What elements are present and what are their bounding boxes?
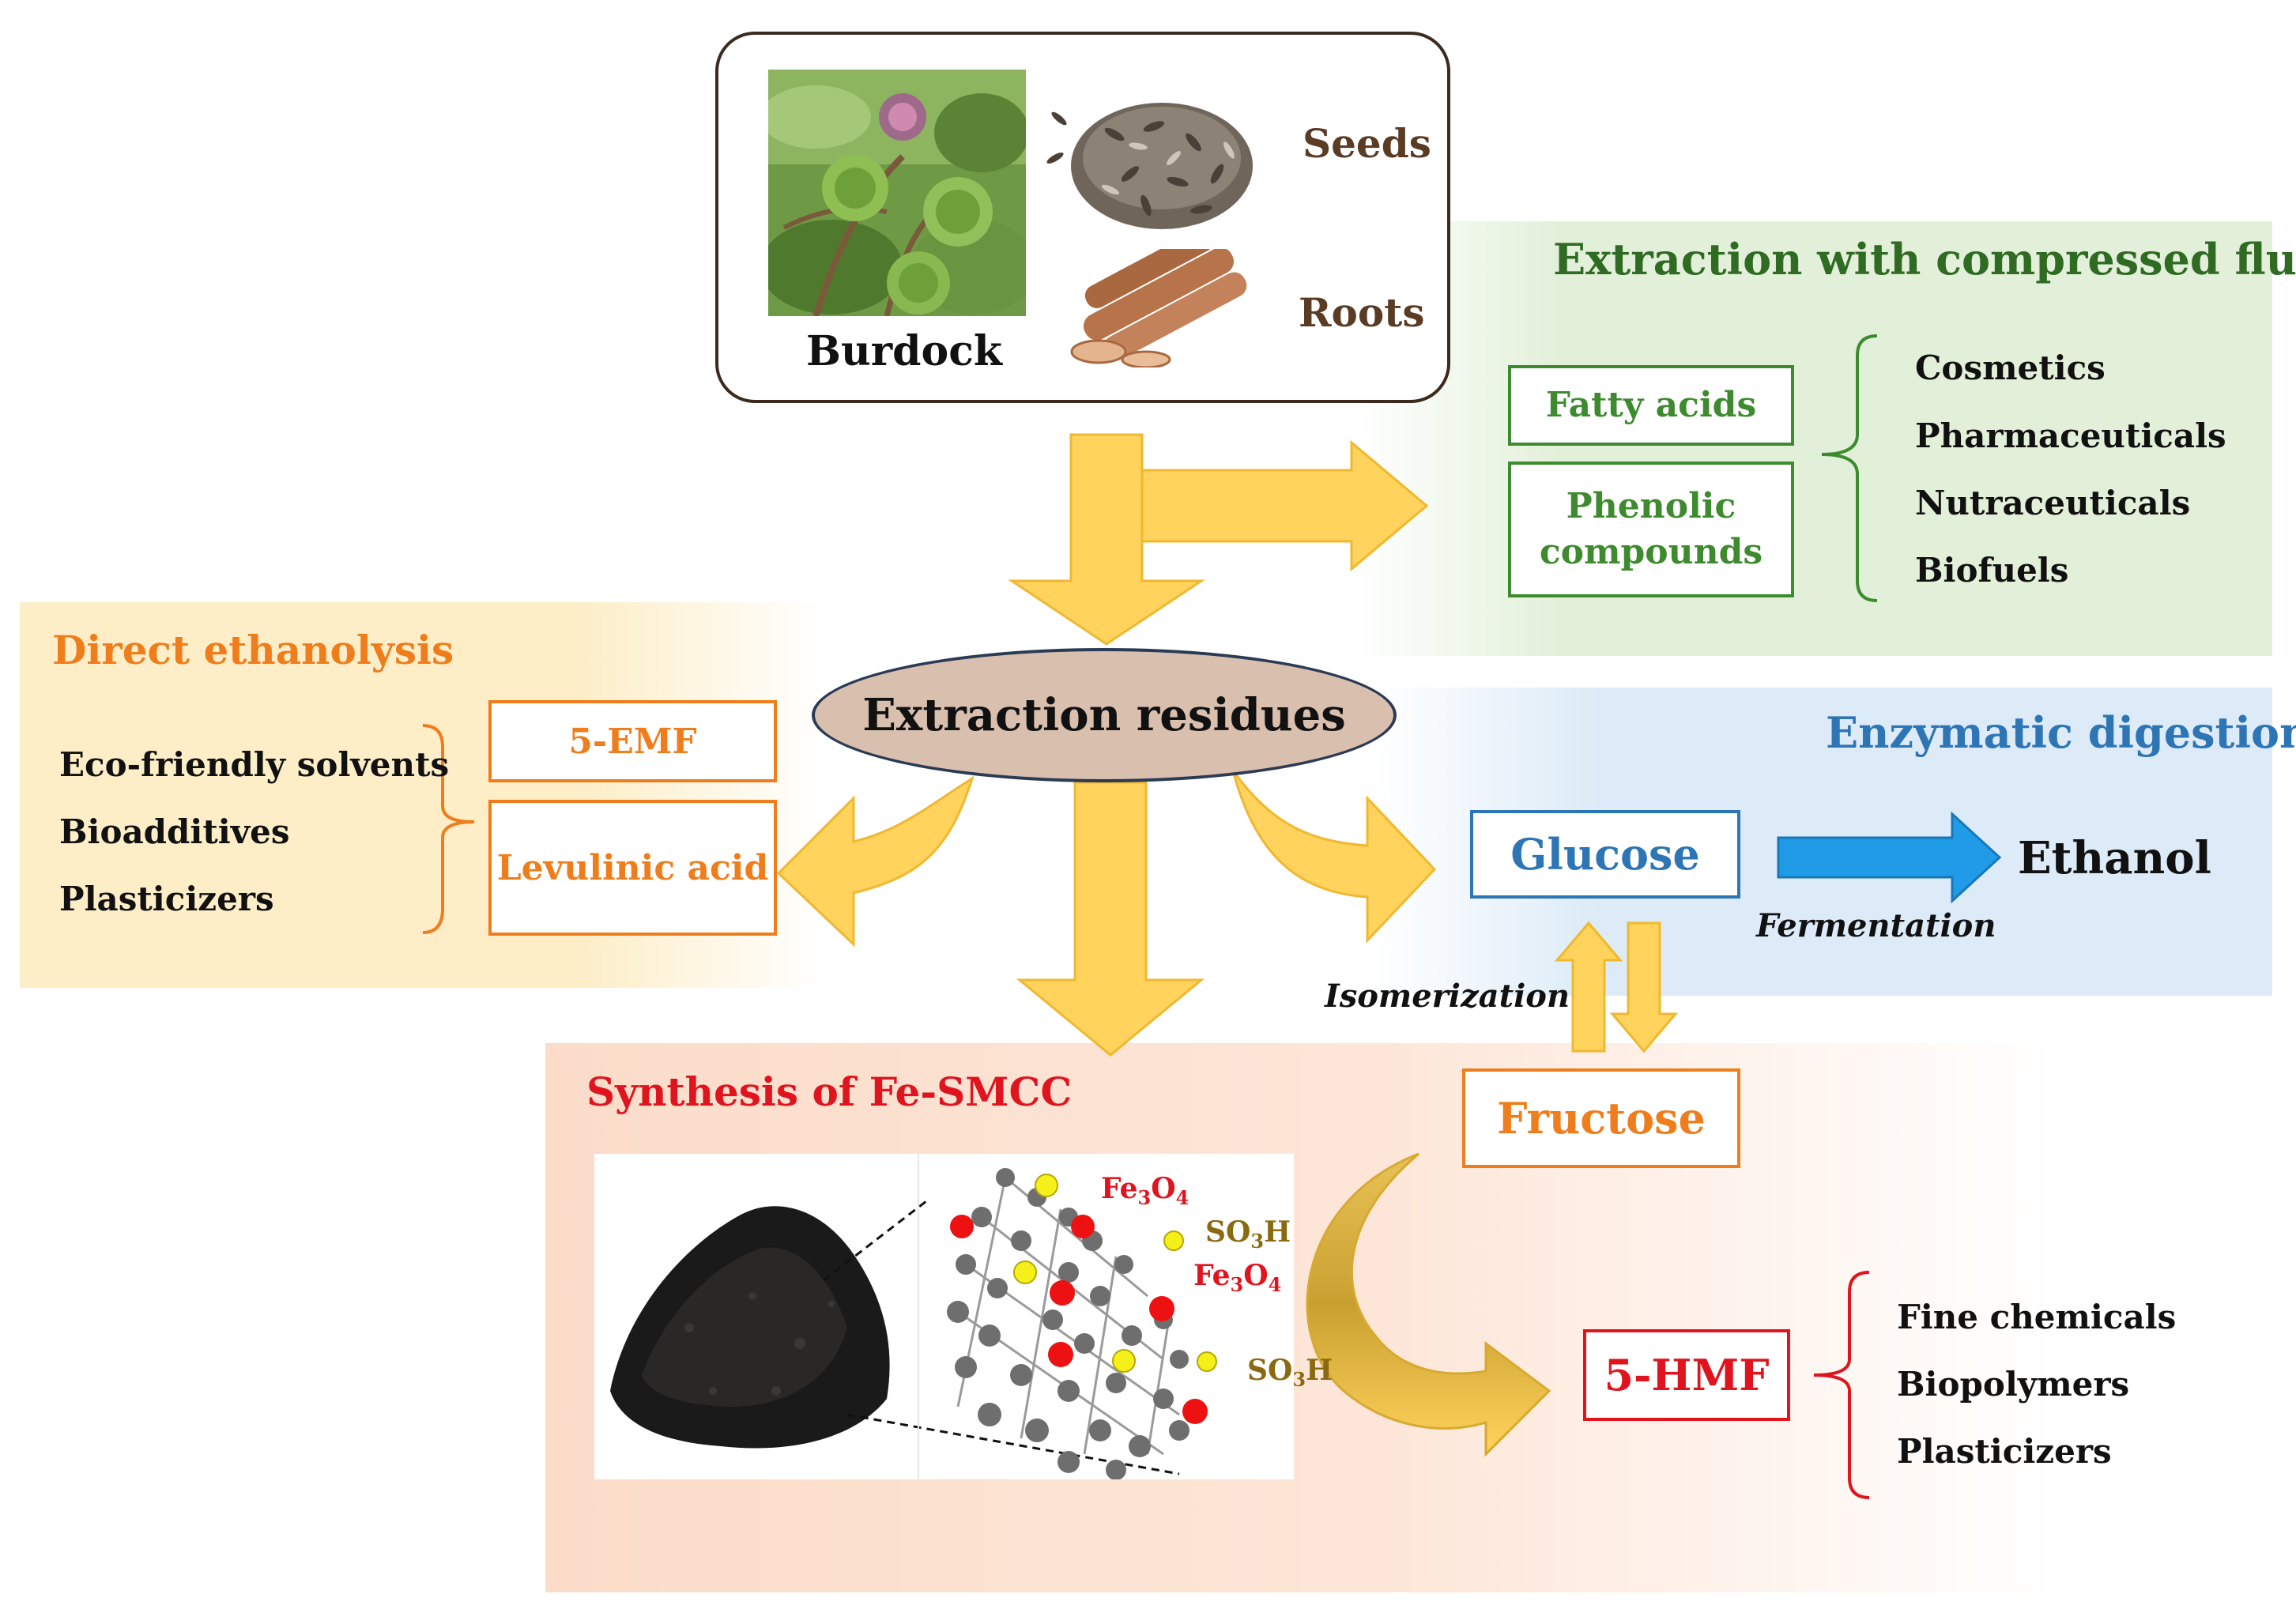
burdock-label: Burdock bbox=[806, 327, 1002, 375]
ethanolysis-title: Direct ethanolysis bbox=[52, 627, 454, 673]
emf-box: 5-EMF bbox=[488, 700, 777, 782]
so3h-label-1: SO3H bbox=[1205, 1215, 1291, 1253]
seeds-image bbox=[1046, 103, 1253, 229]
application-biofuels: Biofuels bbox=[1915, 551, 2069, 590]
application-biopolymers: Biopolymers bbox=[1897, 1365, 2130, 1404]
arrow-to-ethanol bbox=[1777, 811, 2002, 904]
fe-smcc-catalyst-image bbox=[610, 1154, 1217, 1479]
so3h-label-2: SO3H bbox=[1247, 1354, 1333, 1392]
roots-image bbox=[1070, 249, 1247, 367]
application-plasticizers: Plasticizers bbox=[59, 880, 274, 918]
burdock-plant-image bbox=[768, 70, 1026, 316]
fe3o4-label-2: Fe3O4 bbox=[1193, 1259, 1282, 1297]
bracket-ethanolysis bbox=[422, 724, 475, 934]
seeds-label: Seeds bbox=[1303, 120, 1431, 167]
application-plasticizers-hmf: Plasticizers bbox=[1897, 1432, 2112, 1471]
application-fine-chemicals: Fine chemicals bbox=[1897, 1298, 2177, 1336]
application-pharmaceuticals: Pharmaceuticals bbox=[1915, 416, 2226, 455]
arrow-to-ethanolysis bbox=[776, 775, 975, 948]
arrow-to-compressed-fluids bbox=[1140, 439, 1429, 572]
fructose-box: Fructose bbox=[1462, 1068, 1740, 1168]
arrow-glucose-to-fructose bbox=[1609, 921, 1679, 1053]
fatty-acids-box: Fatty acids bbox=[1508, 365, 1794, 446]
isomerization-label: Isomerization bbox=[1325, 978, 1570, 1015]
arrow-fructose-to-glucose bbox=[1554, 921, 1623, 1053]
arrow-to-fe-smcc bbox=[1016, 781, 1205, 1057]
compressed-fluids-title: Extraction with compressed fluids bbox=[1553, 234, 2296, 284]
arrow-to-hmf bbox=[1306, 1152, 1551, 1457]
roots-label: Roots bbox=[1299, 289, 1425, 336]
levulinic-acid-box: Levulinic acid bbox=[488, 800, 777, 936]
application-bioadditives: Bioadditives bbox=[59, 812, 290, 851]
bracket-compressed-fluids bbox=[1821, 334, 1878, 602]
arrow-to-residues bbox=[1008, 433, 1205, 646]
extraction-residues-label: Extraction residues bbox=[862, 689, 1346, 741]
phenolic-compounds-box: Phenolic compounds bbox=[1508, 462, 1794, 597]
hmf-box: 5-HMF bbox=[1583, 1329, 1790, 1421]
application-nutraceuticals: Nutraceuticals bbox=[1915, 484, 2191, 522]
bracket-hmf bbox=[1813, 1271, 1870, 1499]
fermentation-label: Fermentation bbox=[1756, 907, 1996, 944]
extraction-residues-node: Extraction residues bbox=[812, 648, 1397, 782]
fe3o4-label-1: Fe3O4 bbox=[1101, 1172, 1189, 1210]
glucose-box: Glucose bbox=[1470, 810, 1740, 899]
application-eco-friendly-solvents: Eco-friendly solvents bbox=[59, 745, 450, 784]
ethanol-label: Ethanol bbox=[2018, 832, 2211, 884]
application-cosmetics: Cosmetics bbox=[1915, 349, 2106, 387]
enzymatic-title: Enzymatic digestion bbox=[1826, 707, 2296, 758]
fe-smcc-title: Synthesis of Fe-SMCC bbox=[586, 1068, 1073, 1115]
arrow-to-glucose bbox=[1231, 770, 1437, 944]
